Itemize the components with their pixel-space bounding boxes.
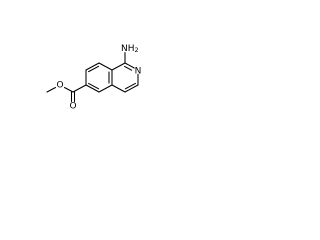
amino-group-label: NH2 xyxy=(121,44,139,55)
amino-symbol: NH xyxy=(121,44,135,54)
bond-c6-c5-inner xyxy=(88,82,100,90)
bond-c6-c5 xyxy=(85,84,100,93)
bond-carbonyl-ester-o xyxy=(63,86,74,93)
ester-oxygen-label: O xyxy=(56,81,63,91)
bond-c8-c7 xyxy=(85,62,100,71)
bond-c6-carbonyl xyxy=(72,84,87,93)
atom-labels: NH2 N O O xyxy=(56,44,141,112)
bond-c3-c4 xyxy=(124,84,139,93)
bond-c1-n2 xyxy=(124,62,135,69)
bond-c8a-c8 xyxy=(98,62,113,71)
bond-c5-c4a xyxy=(98,84,113,93)
bond-c4-c4a xyxy=(111,84,126,93)
bond-c8a-c1 xyxy=(111,62,126,71)
bond-lines xyxy=(46,51,139,103)
carbonyl-oxygen-label: O xyxy=(69,102,76,112)
bond-ester-o-methyl xyxy=(46,86,57,93)
bond-c8-c7-inner xyxy=(88,65,100,73)
ring-nitrogen-label: N xyxy=(135,67,142,77)
methyl-1-aminoisoquinoline-6-carboxylate-structure: NH2 N O O xyxy=(46,44,141,112)
bond-c1-n2-inner xyxy=(124,65,133,71)
amino-subscript: 2 xyxy=(135,46,139,54)
bond-c3-c4-inner xyxy=(124,82,136,90)
